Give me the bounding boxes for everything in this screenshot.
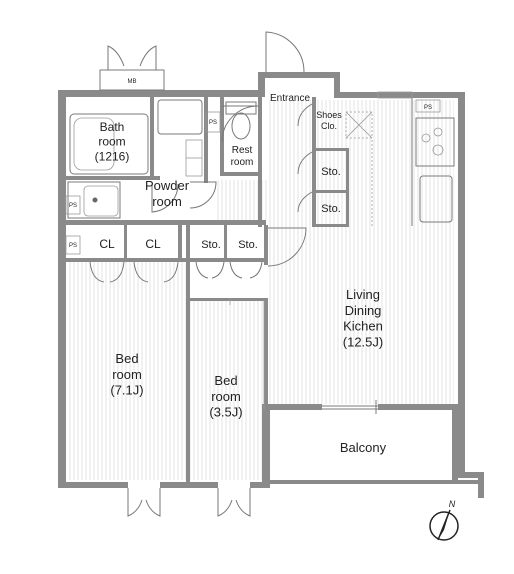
kitchen-counter [411, 98, 455, 226]
washbasin [67, 181, 121, 219]
bath-door [151, 183, 179, 213]
label-ps-4: PS [69, 243, 77, 249]
ldk-window [377, 91, 413, 99]
entrance-door [265, 31, 305, 73]
label-ps-3: PS [69, 203, 77, 209]
room-label-sto-hall-2: Sto. [321, 203, 341, 215]
toilet [225, 101, 257, 140]
room-label-sto-hall-1: Sto. [321, 166, 341, 178]
room-label-sto-corridor-2: Sto. [238, 239, 258, 251]
powder-shelves [185, 139, 203, 177]
room-label-entrance: Entrance [270, 93, 310, 104]
bathtub [69, 113, 149, 175]
closet-doors [89, 261, 263, 283]
rest-room-door [221, 105, 259, 143]
shoes-closet-box [345, 111, 373, 226]
north-arrow: N [429, 499, 459, 541]
bedroom-exterior-doors [127, 488, 251, 517]
ps-box-3 [65, 195, 81, 215]
bedroom-partition [229, 298, 265, 410]
room-label-balcony: Balcony [340, 440, 387, 455]
north-arrow-label: N [449, 499, 456, 509]
room-label-cl-2: CL [145, 237, 161, 251]
powder-door [189, 181, 217, 209]
label-ps-1: PS [424, 105, 432, 111]
ps-box-1 [415, 99, 441, 113]
ps-box-4 [65, 235, 81, 255]
inner-walls [66, 97, 349, 485]
balcony-windows [322, 400, 378, 414]
label-mb: MB [128, 79, 137, 85]
outer-walls [58, 72, 484, 498]
hall-door [267, 227, 307, 267]
room-label-cl-1: CL [99, 237, 115, 251]
room-label-sto-corridor-1: Sto. [201, 239, 221, 251]
label-ps-2: PS [209, 120, 217, 126]
ps-box-2 [205, 111, 221, 133]
hall-storage-doors [297, 103, 313, 213]
bath-counter [157, 99, 203, 135]
bath-window-door [99, 45, 165, 91]
